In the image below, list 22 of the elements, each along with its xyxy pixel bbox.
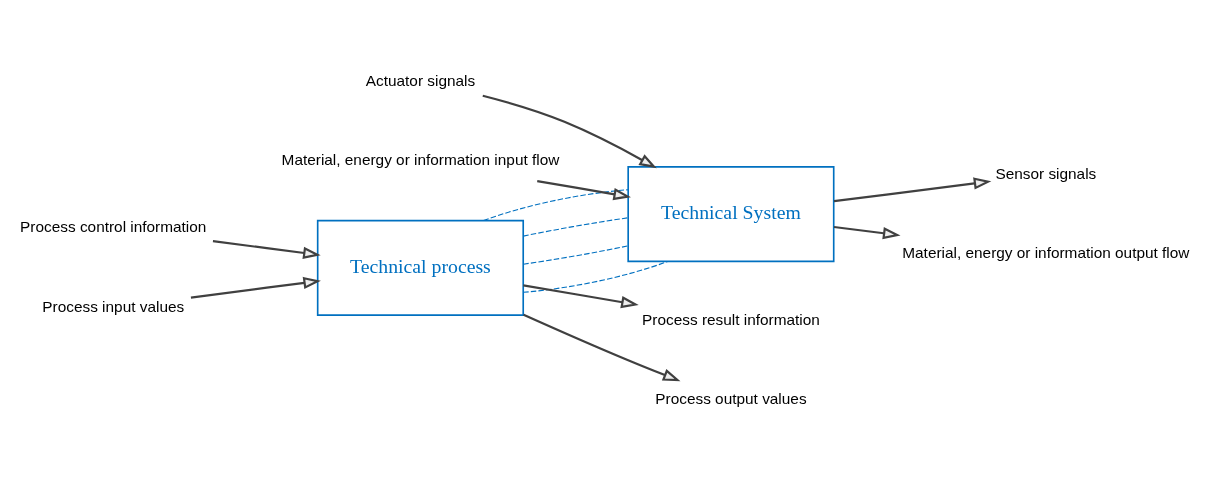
arrow xyxy=(833,225,901,240)
arrow xyxy=(212,240,321,259)
node-text: Process control information xyxy=(20,218,207,236)
node-box: Technical System xyxy=(627,166,835,263)
node-text: Process input values xyxy=(42,297,185,315)
arrow xyxy=(833,177,992,203)
node-box: Technical process xyxy=(316,219,525,316)
connector xyxy=(522,260,669,293)
connector xyxy=(522,217,629,237)
node-text: Sensor signals xyxy=(995,164,1097,182)
arrow xyxy=(190,276,321,299)
node-text: Actuator signals xyxy=(365,72,476,90)
node-text: Material, energy or information input flow xyxy=(281,151,560,169)
arrow xyxy=(482,94,657,169)
arrow xyxy=(523,284,639,309)
node-text: Process result information xyxy=(642,310,820,328)
arrow xyxy=(523,313,681,382)
node-text: Material, energy or information output flow xyxy=(902,243,1190,261)
node-text: Process output values xyxy=(655,389,807,407)
connector xyxy=(522,245,629,265)
connector xyxy=(483,189,629,222)
arrow xyxy=(537,180,631,201)
